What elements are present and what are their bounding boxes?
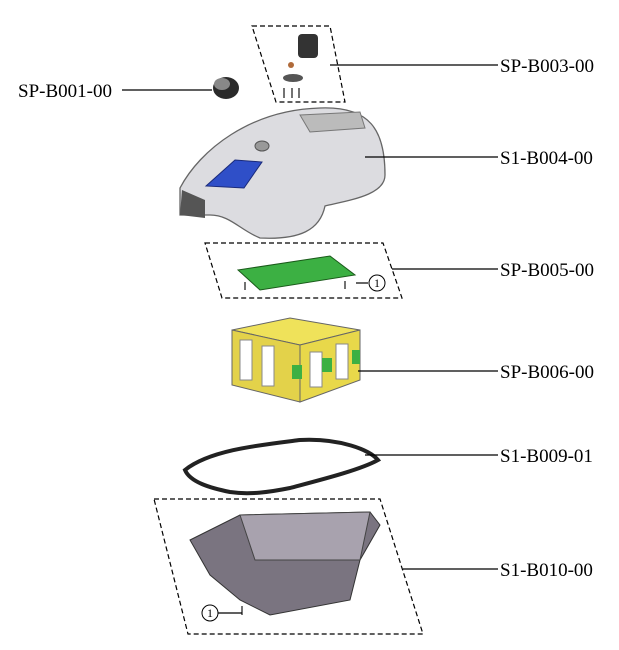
- label-sp-b006: SP-B006-00: [500, 362, 594, 383]
- callout-1-pcb: 1: [368, 274, 386, 292]
- part-sp-b006-filter: [231, 317, 361, 403]
- dashed-groups: [153, 25, 424, 635]
- label-sp-b001: SP-B001-00: [18, 81, 112, 102]
- group-box-b010: [153, 498, 424, 635]
- label-sp-b005: SP-B005-00: [500, 260, 594, 281]
- label-sp-b003: SP-B003-00: [500, 56, 594, 77]
- label-s1-b004: S1-B004-00: [500, 148, 593, 169]
- label-s1-b009: S1-B009-01: [500, 446, 593, 467]
- svg-text:1: 1: [207, 606, 213, 620]
- part-sp-b001: [213, 77, 239, 99]
- part-s1-b004-cover: [179, 107, 386, 239]
- part-sp-b005-pcb: [236, 255, 357, 291]
- leader-lines: [122, 64, 498, 614]
- svg-text:1: 1: [374, 276, 380, 290]
- callout-1-base: 1: [201, 604, 219, 622]
- group-box-b003: [251, 25, 346, 103]
- label-s1-b010: S1-B010-00: [500, 560, 593, 581]
- part-s1-b009-gasket: [182, 437, 382, 496]
- part-s1-b010-base: [189, 511, 381, 616]
- group-box-b005: [204, 242, 403, 299]
- part-sp-b003: [283, 34, 318, 98]
